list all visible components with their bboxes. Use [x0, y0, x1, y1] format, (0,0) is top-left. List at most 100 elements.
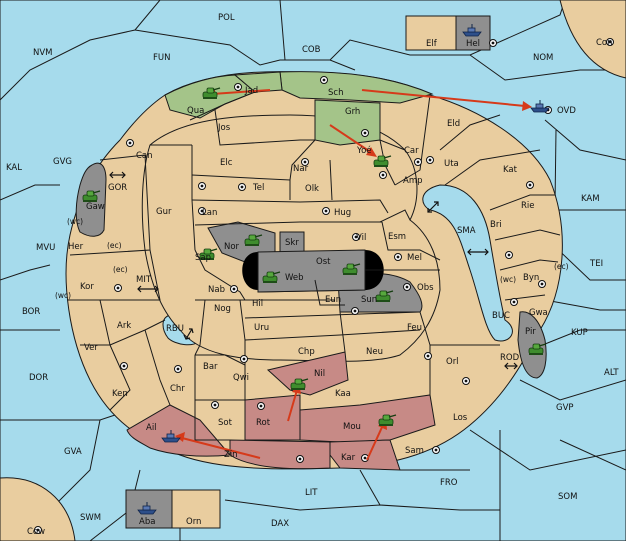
province-label-mou: Mou [343, 422, 361, 432]
supply-center-marker [211, 401, 219, 409]
province-label-elf: Elf [426, 39, 438, 49]
province-orn [171, 489, 221, 529]
province-label-skr: Skr [285, 238, 299, 248]
province-label-tel: Tel [252, 183, 264, 193]
supply-center-marker [174, 365, 182, 373]
coast-tag-label: (wc) [67, 217, 83, 226]
province-label-neu: Neu [366, 347, 383, 357]
sea-label-bor: BOR [22, 307, 40, 317]
supply-center-marker [426, 156, 434, 164]
sea-label-alt: ALT [604, 368, 619, 378]
province-label-vil: Vil [356, 233, 366, 243]
province-label-ail: Ail [146, 423, 157, 433]
order-arrow [361, 89, 526, 107]
province-hel [455, 15, 491, 51]
double-arrow-icon [427, 201, 439, 213]
province-label-orn: Orn [186, 517, 201, 527]
supply-center-marker [394, 253, 402, 261]
arrowhead-icon [175, 432, 185, 442]
supply-center-marker [296, 455, 304, 463]
arrowhead-icon [366, 147, 377, 157]
province-label-qwi: Qwi [233, 373, 249, 383]
sea-label-mit: MIT [136, 275, 152, 285]
province-label-kor: Kor [80, 282, 94, 292]
province-label-car: Car [404, 146, 419, 156]
supply-center-marker [120, 362, 128, 370]
province-label-uru: Uru [254, 323, 269, 333]
supply-center-marker [34, 526, 42, 534]
sea-label-dax: DAX [271, 519, 289, 529]
province-label-her: Her [68, 242, 84, 252]
supply-center-marker [526, 181, 534, 189]
order-arrow [211, 89, 271, 95]
province-label-jos: Jos [217, 123, 231, 133]
double-arrow-icon [504, 362, 518, 370]
coast-tag-label: (ec) [113, 265, 128, 274]
province-label-chp: Chp [298, 347, 315, 357]
province-label-ver: Ver [84, 343, 98, 353]
province-label-elc: Elc [220, 158, 233, 168]
supply-center-marker [505, 251, 513, 259]
province-label-bar: Bar [203, 362, 218, 372]
province-label-bri: Bri [490, 220, 502, 230]
coast-tag-label: (wc) [55, 291, 71, 300]
province-label-grh: Grh [345, 107, 360, 117]
coast-tag-label: (ec) [107, 241, 122, 250]
province-label-olk: Olk [305, 184, 319, 194]
double-arrow-icon [183, 328, 194, 340]
coast-tag-label: (ec) [554, 262, 569, 271]
order-arrow [366, 424, 384, 461]
sea-label-rod: ROD [500, 353, 520, 363]
province-label-nab: Nab [208, 285, 225, 295]
army-unit-icon [262, 271, 281, 283]
province-label-nil: Nil [314, 369, 325, 379]
supply-centers [34, 38, 614, 534]
sea-label-buc: BUC [492, 311, 510, 321]
army-unit-icon [199, 248, 218, 260]
province-label-gur: Gur [156, 207, 172, 217]
supply-center-marker [257, 402, 265, 410]
province-label-aba: Aba [139, 517, 155, 527]
fleet-unit-icon [137, 502, 157, 515]
supply-center-marker [510, 298, 518, 306]
supply-center-marker [414, 158, 422, 166]
land-regions [65, 15, 563, 529]
fleet-unit-icon [161, 430, 181, 443]
army-unit-icon [373, 155, 392, 167]
sea-label-fro: FRO [440, 478, 458, 488]
sea-label-som: SOM [558, 492, 577, 502]
central-lake [242, 250, 384, 290]
province-label-ken: Ken [112, 389, 128, 399]
province-label-nar: Nar [293, 164, 309, 174]
supply-center-marker [126, 139, 134, 147]
province-label-hel: Hel [466, 39, 480, 49]
fleet-unit-icon [462, 24, 482, 37]
unit-tokens [82, 24, 550, 515]
province-label-kaa: Kaa [335, 389, 351, 399]
province-label-sch: Sch [328, 88, 343, 98]
province-label-qua: Qua [187, 106, 204, 116]
sea-label-con: Con [596, 38, 613, 48]
province-label-los: Los [453, 413, 468, 423]
province-label-eun: Eun [325, 295, 341, 305]
order-arrow [181, 437, 261, 459]
army-unit-icon [244, 234, 263, 246]
order-arrow [329, 124, 373, 154]
supply-center-marker [538, 280, 546, 288]
province-label-pir: Pir [525, 327, 536, 337]
province-label-rot: Rot [256, 418, 271, 428]
supply-center-marker [240, 355, 248, 363]
sea-label-gor: GOR [108, 183, 127, 193]
supply-center-marker [606, 38, 614, 46]
sea-label-gvg: GVG [53, 157, 72, 167]
sea-label-pol: POL [218, 13, 235, 23]
province-label-lan: Lan [202, 208, 217, 218]
province-label-nor: Nor [224, 242, 240, 252]
province-label-zin: Zin [224, 450, 238, 460]
province-nil [266, 351, 349, 396]
sea-label-cob: COB [302, 45, 321, 55]
supply-center-marker [432, 446, 440, 454]
sea-label-nvm: NVM [33, 48, 53, 58]
province-label-ost: Ost [316, 257, 331, 267]
